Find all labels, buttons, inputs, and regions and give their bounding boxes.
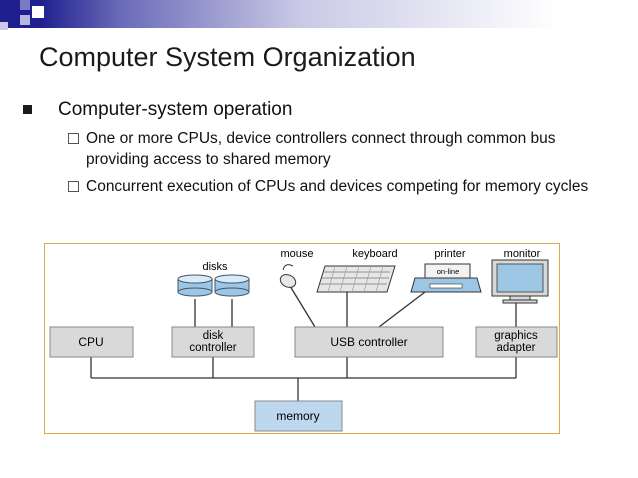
disk-icon <box>177 274 213 297</box>
cpu-box <box>49 326 134 358</box>
deco-square <box>20 0 30 10</box>
printer-icon <box>410 263 482 293</box>
online-label: on-line <box>437 267 460 276</box>
system-diagram-svg: CPU disk controller USB controller graph… <box>49 248 558 432</box>
disk-controller-label-2: controller <box>189 342 236 354</box>
graphics-adapter-label-2: adapter <box>496 342 535 354</box>
usb-controller-box <box>294 326 444 358</box>
mouse-icon <box>279 264 297 288</box>
slide-title: Computer System Organization <box>39 42 416 72</box>
system-diagram: CPU disk controller USB controller graph… <box>44 243 560 434</box>
monitor-label: monitor <box>504 248 541 260</box>
keyboard-icon <box>316 265 396 293</box>
checkbox-bullet-icon <box>68 181 79 192</box>
disks-label: disks <box>202 261 228 273</box>
memory-box <box>254 400 343 432</box>
subbullet-1-text: One or more CPUs, device controllers con… <box>86 130 556 168</box>
cpu-label: CPU <box>78 335 103 349</box>
header-gradient-bar <box>0 0 638 28</box>
checkbox-bullet-icon <box>68 133 79 144</box>
bullet-main-text: Computer-system operation <box>58 99 293 120</box>
bus-lines <box>90 285 517 401</box>
disk-controller-box <box>171 326 255 358</box>
monitor-icon <box>491 259 549 304</box>
deco-square <box>7 7 17 17</box>
graphics-adapter-box <box>475 326 558 358</box>
deco-square <box>0 22 8 30</box>
mouse-label: mouse <box>280 248 313 260</box>
keyboard-label: keyboard <box>352 248 397 260</box>
subbullet-2-text: Concurrent execution of CPUs and devices… <box>86 178 589 195</box>
memory-label: memory <box>276 409 319 423</box>
printer-label: printer <box>434 248 466 260</box>
deco-square <box>32 6 44 18</box>
deco-square <box>20 15 30 25</box>
disk-icon <box>214 274 250 297</box>
graphics-adapter-label-1: graphics <box>494 330 538 342</box>
usb-controller-label: USB controller <box>330 335 407 349</box>
bullet-square-icon <box>23 105 32 114</box>
disk-controller-label-1: disk <box>203 330 224 342</box>
